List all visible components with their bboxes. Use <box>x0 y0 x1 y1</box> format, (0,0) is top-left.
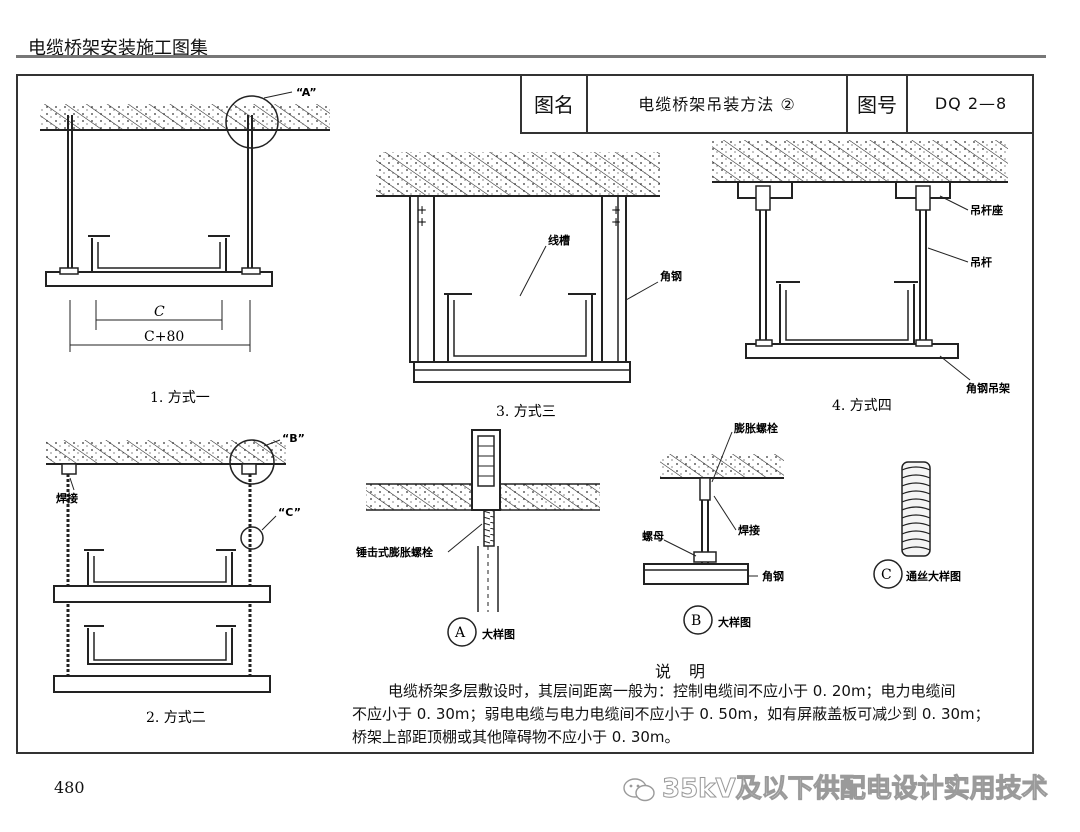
fig3-caption: 3. 方式三 <box>496 404 556 420</box>
detail-a-circle: A <box>454 625 466 641</box>
fig1-dim-outer: C+80 <box>144 329 184 345</box>
drawing-name-label: 图名 <box>534 92 574 117</box>
svg-text:+: + <box>417 203 427 217</box>
drawing-number: DQ 2—8 <box>934 93 1008 113</box>
notes-title: 说明 <box>655 662 724 681</box>
book-title: 电缆桥架安装施工图集 <box>28 38 208 59</box>
watermark-text: 35kV及以下供配电设计实用技术 <box>662 774 1049 805</box>
note-line-2: 不应小于 0. 30m；弱电电缆与电力电缆间不应小于 0. 50m，如有屏蔽盖板… <box>352 705 990 723</box>
detail-b-weld-label: 焊接 <box>738 523 760 537</box>
fig1-dim-inner: C <box>154 304 165 320</box>
svg-text:+: + <box>417 215 427 229</box>
svg-text:+: + <box>611 203 621 217</box>
fig4-hanger-label: 角钢吊架 <box>966 381 1010 395</box>
figure-3: ++ ++ <box>376 152 660 383</box>
fig2-detail-mark-c: “C” <box>278 506 301 519</box>
fig4-seat-label: 吊杆座 <box>970 203 1003 217</box>
svg-text:+: + <box>611 215 621 229</box>
detail-b <box>643 431 784 635</box>
detail-b-bolt-label: 膨胀螺栓 <box>733 421 778 435</box>
figure-2 <box>46 439 286 693</box>
detail-b-caption: 大样图 <box>718 615 751 629</box>
installation-drawings: “A” C C+80 1. 方式一 焊接 “B” “C” 2. 方式二 <box>40 86 1010 726</box>
fig2-weld-label: 焊接 <box>56 491 78 505</box>
drawing-frame <box>16 74 1034 754</box>
watermark: 35kV及以下供配电设计实用技术 <box>622 768 1048 805</box>
detail-c-caption: 通丝大样图 <box>906 569 961 583</box>
fig1-detail-mark: “A” <box>296 86 317 99</box>
fig1-caption: 1. 方式一 <box>150 390 210 406</box>
drawing-name: 电缆桥架吊装方法 ② <box>638 95 796 114</box>
figure-4 <box>712 140 1008 381</box>
wechat-icon <box>623 777 655 801</box>
fig4-caption: 4. 方式四 <box>832 398 892 414</box>
detail-b-angle-label: 角钢 <box>762 569 784 583</box>
detail-a-caption: 大样图 <box>482 627 515 641</box>
detail-c <box>873 461 931 589</box>
note-line-1: 电缆桥架多层敷设时，其层间距离一般为：控制电缆间不应小于 0. 20m；电力电缆… <box>388 682 956 700</box>
header-rule <box>16 55 1046 58</box>
note-line-3: 桥架上部距顶棚或其他障碍物不应小于 0. 30m。 <box>352 728 680 746</box>
fig4-rod-label: 吊杆 <box>970 255 992 269</box>
detail-b-nut-label: 螺母 <box>642 529 664 543</box>
fig3-trough-label: 线槽 <box>548 233 570 247</box>
title-block: 图名 电缆桥架吊装方法 ② 图号 DQ 2—8 <box>520 74 1034 134</box>
detail-b-circle: B <box>691 613 701 629</box>
fig2-detail-mark-b: “B” <box>282 432 305 445</box>
detail-a-bolt-label: 锤击式膨胀螺栓 <box>356 545 433 559</box>
figure-1 <box>40 91 330 352</box>
drawing-number-label: 图号 <box>857 92 897 117</box>
page-number: 480 <box>54 778 85 797</box>
detail-a <box>366 429 600 647</box>
detail-c-circle: C <box>881 567 892 583</box>
fig3-angle-label: 角钢 <box>660 269 682 283</box>
fig2-caption: 2. 方式二 <box>146 710 206 726</box>
